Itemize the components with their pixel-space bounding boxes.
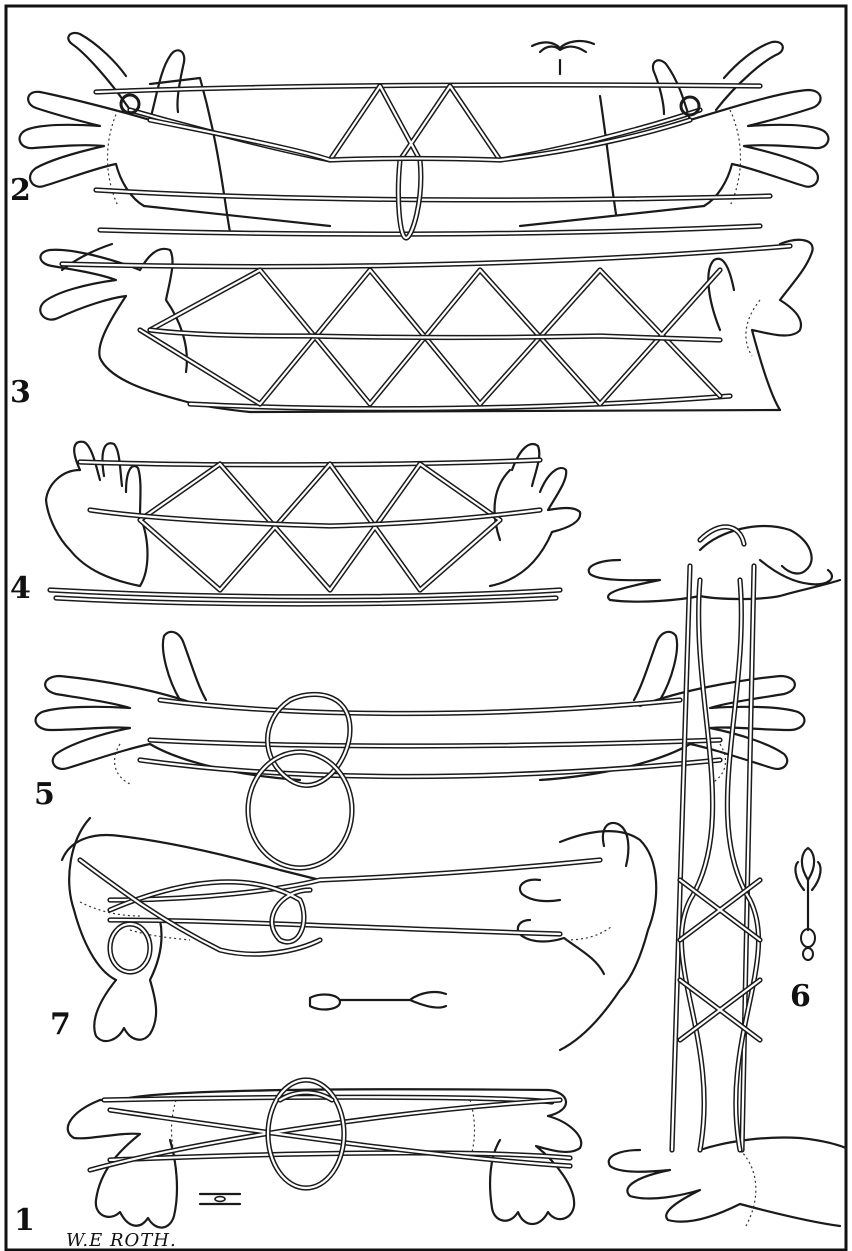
figure-number-4: 4	[10, 571, 31, 606]
figure-4-drawing	[46, 442, 580, 604]
seed-pod-sketch	[310, 992, 446, 1009]
figure-number-6: 6	[790, 979, 811, 1014]
figure-number-1: 1	[14, 1203, 35, 1238]
bud-sketch	[796, 848, 821, 960]
artist-signature: W.E ROTH.	[66, 1230, 177, 1251]
bead-sketch	[200, 1194, 240, 1204]
palm-tree-sketch	[532, 41, 594, 74]
figure-number-2: 2	[10, 173, 31, 208]
figure-6-drawing	[589, 526, 846, 1226]
figure-3-drawing	[40, 240, 812, 412]
figure-number-3: 3	[10, 375, 31, 410]
figure-2-drawing	[20, 33, 829, 238]
figure-7-drawing	[62, 818, 656, 1050]
figure-number-7: 7	[50, 1007, 71, 1042]
figure-number-5: 5	[34, 777, 55, 812]
figure-1-drawing	[68, 1080, 581, 1228]
